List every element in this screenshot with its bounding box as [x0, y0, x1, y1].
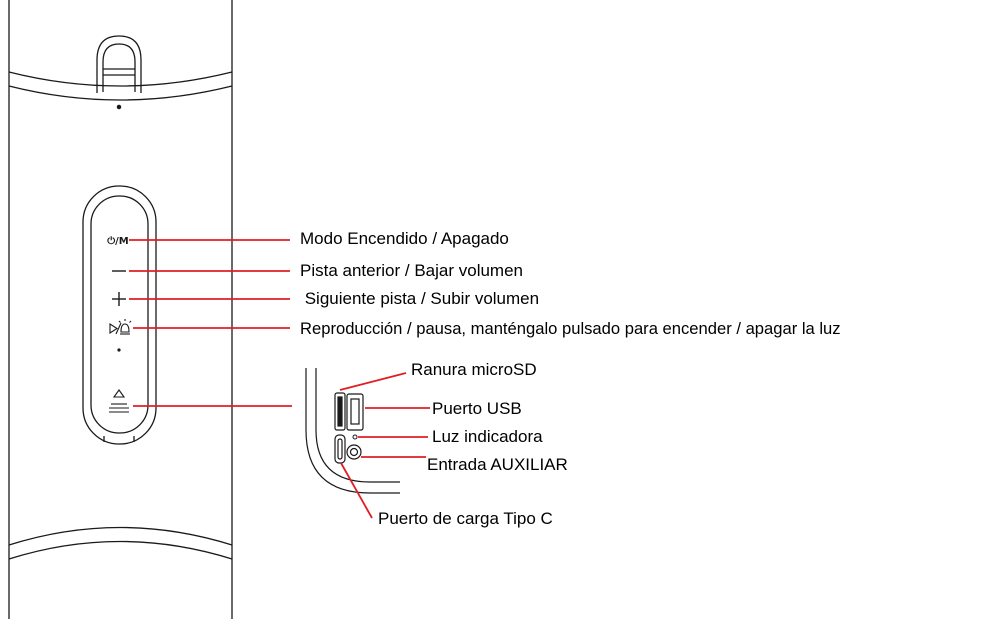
label-play-pause-light: Reproducción / pausa, manténgalo pulsado…	[300, 319, 841, 338]
label-previous-volume-down: Pista anterior / Bajar volumen	[300, 261, 523, 280]
aux-port[interactable]	[346, 444, 362, 460]
label-aux-input: Entrada AUXILIAR	[427, 455, 568, 474]
callout-line-type-c	[340, 462, 373, 519]
label-next-volume-up: Siguiente pista / Subir volumen	[300, 289, 540, 308]
label-indicator-light: Luz indicadora	[432, 427, 543, 446]
label-power-mode: Modo Encendido / Apagado	[300, 229, 509, 248]
type-c-port[interactable]	[334, 434, 346, 464]
port-panel	[305, 368, 400, 494]
status-dot	[117, 348, 121, 352]
microsd-slot[interactable]	[334, 392, 346, 431]
power-mode-icon[interactable]: ⏻/M	[107, 235, 129, 247]
play-light-icon[interactable]	[109, 319, 132, 335]
eject-icon[interactable]	[109, 389, 129, 413]
label-microsd-slot: Ranura microSD	[411, 360, 537, 379]
speaker-body	[8, 0, 233, 619]
callout-line-microsd	[339, 372, 407, 391]
power-mode-icon-text: ⏻/M	[107, 235, 129, 247]
plus-icon[interactable]	[112, 292, 126, 306]
usb-port[interactable]	[346, 393, 364, 431]
indicator-light	[352, 434, 358, 440]
label-type-c-port: Puerto de carga Tipo C	[378, 509, 553, 528]
button-panel	[82, 185, 157, 445]
callout-lines	[129, 239, 430, 519]
strap-loop	[96, 35, 142, 110]
label-usb-port: Puerto USB	[432, 399, 522, 418]
